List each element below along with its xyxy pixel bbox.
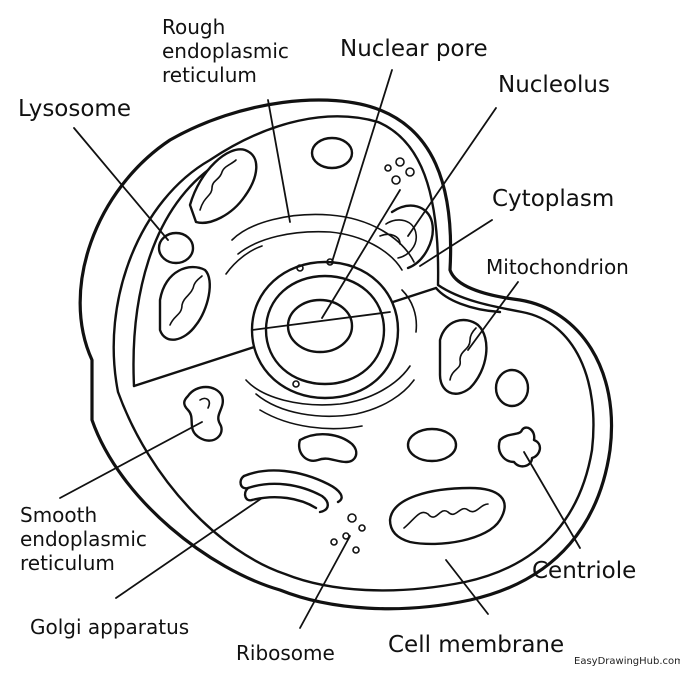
- nuclear-pore-dot-3: [292, 380, 300, 388]
- nucleus: [225, 213, 418, 430]
- golgi-near-nucleus: [379, 204, 434, 270]
- label-golgi: Golgi apparatus: [30, 615, 189, 639]
- leader-cytoplasm: [419, 219, 493, 267]
- label-ribosome: Ribosome: [236, 641, 335, 665]
- lysosome-left: [157, 231, 195, 265]
- leader-nuclear-pore-edge: [251, 311, 391, 331]
- cell-membrane-inner: [112, 115, 595, 592]
- nucleolus-shape: [286, 298, 354, 354]
- leader-nucleolus-inner: [321, 189, 401, 319]
- label-smooth-er-3: reticulum: [20, 551, 115, 575]
- leader-golgi: [115, 497, 263, 599]
- leader-rough-er: [267, 99, 291, 223]
- label-rough-er-3: reticulum: [162, 63, 257, 87]
- nuclear-envelope-inner: [264, 274, 386, 386]
- mitochondrion-top-left: [188, 148, 258, 225]
- label-nucleolus: Nucleolus: [498, 72, 610, 98]
- leader-ribosome: [299, 535, 351, 629]
- leader-smooth-er: [59, 421, 203, 499]
- mitochondrion-bottom: [388, 486, 506, 546]
- mitochondrion-left: [158, 265, 211, 341]
- label-smooth-er-2: endoplasmic: [20, 527, 147, 551]
- rough-er-around-nucleus: [225, 213, 418, 430]
- label-rough-er-2: endoplasmic: [162, 39, 289, 63]
- vesicle-bottom: [406, 427, 458, 463]
- leader-nucleolus: [407, 107, 497, 237]
- leader-lysosome: [73, 127, 169, 241]
- label-smooth-er-1: Smooth: [20, 503, 97, 527]
- vesicle-top: [310, 136, 354, 170]
- centriole-shape: [497, 426, 542, 468]
- rough-er-below: [297, 433, 358, 464]
- leader-cell-membrane: [445, 559, 489, 615]
- leader-mitochondrion: [467, 281, 519, 351]
- mitochondrion-right: [438, 318, 488, 395]
- nuclear-pore-dot-2: [326, 258, 334, 266]
- leader-centriole: [523, 451, 581, 549]
- ribosome-dots-top: [384, 157, 415, 185]
- golgi-apparatus-shape: [239, 469, 343, 514]
- cut-plane-edge-right: [434, 286, 502, 314]
- label-centriole: Centriole: [532, 558, 636, 584]
- labels: Rough endoplasmic reticulum Nuclear pore…: [18, 15, 680, 667]
- label-rough-er-1: Rough: [162, 15, 225, 39]
- nuclear-pore-dot-1: [296, 264, 304, 272]
- watermark: EasyDrawingHub.com: [574, 656, 680, 667]
- label-cytoplasm: Cytoplasm: [492, 186, 614, 212]
- organelles: [157, 136, 542, 554]
- cut-plane-edge-left: [132, 163, 217, 388]
- label-nuclear-pore: Nuclear pore: [340, 36, 488, 62]
- leader-nuclear-pore: [331, 69, 393, 263]
- label-lysosome: Lysosome: [18, 96, 131, 122]
- leader-lines: [59, 69, 581, 629]
- label-mitochondrion: Mitochondrion: [486, 255, 629, 279]
- smooth-er-shape: [183, 385, 225, 442]
- vesicle-right: [494, 368, 530, 408]
- label-cell-membrane: Cell membrane: [388, 632, 564, 658]
